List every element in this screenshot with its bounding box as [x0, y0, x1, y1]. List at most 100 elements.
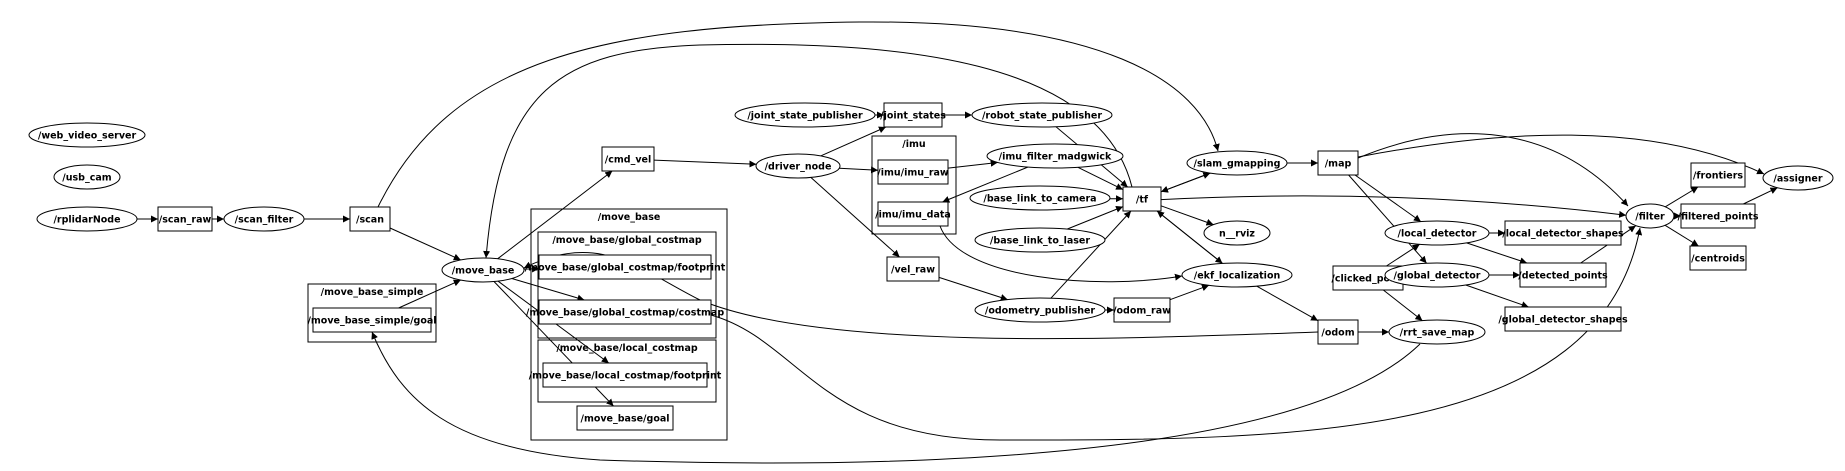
- node-tf[interactable]: /tf: [1122, 186, 1162, 212]
- node-label: /imu/imu_raw: [877, 168, 949, 179]
- edge-driver-node-to-joint-states: [820, 126, 887, 157]
- cluster-label: /move_base_simple: [321, 287, 424, 298]
- node-global-costmap-costmap[interactable]: /move_base/global_costmap/costmap: [526, 299, 724, 325]
- node-odometry-publisher[interactable]: /odometry_publisher: [974, 297, 1106, 323]
- node-odom-raw[interactable]: /odom_raw: [1113, 297, 1171, 323]
- node-label: /filtered_points: [1678, 212, 1759, 223]
- node-ellipse: [1203, 220, 1271, 246]
- node-ellipse: [1625, 203, 1675, 229]
- node-local-detector-shapes[interactable]: /local_detector_shapes: [1502, 220, 1624, 246]
- node-ellipse: [755, 153, 841, 179]
- edge-base-link-to-laser-to-tf: [1066, 205, 1124, 230]
- node-label: /cmd_vel: [605, 155, 651, 166]
- cluster-move-base-simple: /move_base_simple: [307, 283, 437, 343]
- cluster-label: /move_base/global_costmap: [552, 235, 702, 246]
- edge-scan-to-slam-gmapping: [377, 21, 1220, 208]
- node-label: /web_video_server: [38, 131, 137, 142]
- edge-slam-gmapping-to-tf: [1160, 172, 1211, 193]
- node-rrt-save-map[interactable]: /rrt_save_map: [1388, 319, 1486, 345]
- node-imu-raw[interactable]: /imu/imu_raw: [877, 159, 949, 185]
- edge-move-base-to-global-costmap-costmap: [511, 278, 585, 302]
- node-filtered-points[interactable]: /filtered_points: [1678, 203, 1759, 229]
- node-local-detector[interactable]: /local_detector: [1384, 220, 1490, 246]
- node-move-base-simple-goal[interactable]: /move_base_simple/goal: [307, 307, 437, 333]
- node-scan-filter[interactable]: /scan_filter: [223, 206, 305, 232]
- edge-filter-to-centroids: [1664, 224, 1699, 247]
- node-scan-raw[interactable]: /scan_raw: [157, 206, 213, 232]
- node-label: /map: [1325, 159, 1352, 170]
- node-centroids[interactable]: /centroids: [1689, 245, 1747, 271]
- node-odom[interactable]: /odom: [1317, 319, 1359, 345]
- node-filter[interactable]: /filter: [1625, 203, 1675, 229]
- node-ellipse: [971, 102, 1113, 128]
- node-box: [1122, 186, 1162, 212]
- node-frontiers[interactable]: /frontiers: [1690, 162, 1746, 188]
- cluster-move-base: /move_base: [530, 208, 728, 441]
- node-label: /usb_cam: [62, 173, 111, 184]
- node-box: [312, 307, 432, 333]
- node-imu-data[interactable]: /imu/imu_data: [875, 201, 951, 227]
- node-label: /driver_node: [765, 162, 832, 173]
- node-scan[interactable]: /scan: [349, 206, 391, 232]
- node-box: [1504, 220, 1622, 246]
- node-assigner[interactable]: /assigner: [1762, 165, 1834, 191]
- node-label: /slam_gmapping: [1194, 159, 1281, 170]
- edge-tf-to-move-base: [483, 43, 1133, 259]
- edge-move-base-to-move-base-goal: [493, 281, 614, 407]
- node-n-rviz[interactable]: n__rviz: [1203, 220, 1271, 246]
- node-label: /local_detector_shapes: [1502, 229, 1624, 240]
- node-base-link-to-laser[interactable]: /base_link_to_laser: [974, 227, 1106, 253]
- edge-scan-to-move-base: [389, 227, 461, 261]
- node-driver-node[interactable]: /driver_node: [755, 153, 841, 179]
- node-global-costmap-footprint[interactable]: /move_base/global_costmap/footprint: [525, 254, 726, 280]
- node-ekf-localization[interactable]: /ekf_localization: [1181, 262, 1293, 288]
- node-cmd-vel[interactable]: /cmd_vel: [601, 146, 655, 172]
- node-label: /imu_filter_madgwick: [999, 152, 1112, 163]
- node-label: /odom_raw: [1113, 306, 1171, 317]
- node-slam-gmapping[interactable]: /slam_gmapping: [1186, 150, 1288, 176]
- node-label: /scan_filter: [235, 215, 294, 226]
- node-map[interactable]: /map: [1317, 150, 1359, 176]
- node-global-detector-shapes[interactable]: /global_detector_shapes: [1498, 306, 1628, 332]
- node-base-link-to-camera[interactable]: /base_link_to_camera: [969, 185, 1111, 211]
- node-box: [538, 254, 712, 280]
- node-joint-states[interactable]: /joint_states: [880, 102, 946, 128]
- node-local-costmap-footprint[interactable]: /move_base/local_costmap/footprint: [529, 362, 722, 388]
- edge-move-base-to-cmd-vel: [497, 170, 613, 260]
- node-label: /centroids: [1691, 254, 1745, 265]
- node-label: /global_detector: [1394, 271, 1481, 282]
- edge-imu-data-to-ekf-localization: [939, 225, 1183, 283]
- node-vel-raw[interactable]: /vel_raw: [886, 256, 940, 282]
- node-ellipse: [1762, 165, 1834, 191]
- node-web-video-server[interactable]: /web_video_server: [28, 122, 146, 148]
- node-move-base[interactable]: /move_base: [441, 257, 525, 283]
- node-rplidarNode[interactable]: /rplidarNode: [36, 206, 138, 232]
- node-ellipse: [986, 143, 1124, 169]
- node-detected-points[interactable]: /detected_points: [1518, 262, 1608, 288]
- node-joint-state-publisher[interactable]: /joint_state_publisher: [734, 102, 876, 128]
- node-box: [1689, 245, 1747, 271]
- node-move-base-goal[interactable]: /move_base/goal: [576, 405, 674, 431]
- node-ellipse: [1384, 262, 1490, 288]
- node-ellipse: [734, 102, 876, 128]
- node-ellipse: [28, 122, 146, 148]
- edge-map-to-local-detector: [1354, 174, 1422, 223]
- cluster-label: /imu: [902, 139, 925, 150]
- node-global-detector[interactable]: /global_detector: [1384, 262, 1490, 288]
- node-box: [877, 201, 949, 227]
- cluster-imu: /imu: [871, 135, 957, 235]
- edge-rrt-save-map-to-move-base-simple-goal: [371, 331, 1421, 464]
- node-label: /vel_raw: [891, 265, 935, 276]
- node-label: /base_link_to_camera: [983, 194, 1096, 205]
- node-label: /scan_raw: [159, 215, 212, 226]
- node-ellipse: [969, 185, 1111, 211]
- node-label: /odom: [1321, 328, 1354, 339]
- node-usb-cam[interactable]: /usb_cam: [53, 164, 121, 190]
- node-box: [576, 405, 674, 431]
- node-imu-filter-madgwick[interactable]: /imu_filter_madgwick: [986, 143, 1124, 169]
- cluster-label: /move_base: [598, 212, 661, 223]
- node-robot-state-publisher[interactable]: /robot_state_publisher: [971, 102, 1113, 128]
- edge-driver-node-to-imu-raw: [839, 166, 879, 174]
- node-box: [542, 362, 708, 388]
- node-ellipse: [53, 164, 121, 190]
